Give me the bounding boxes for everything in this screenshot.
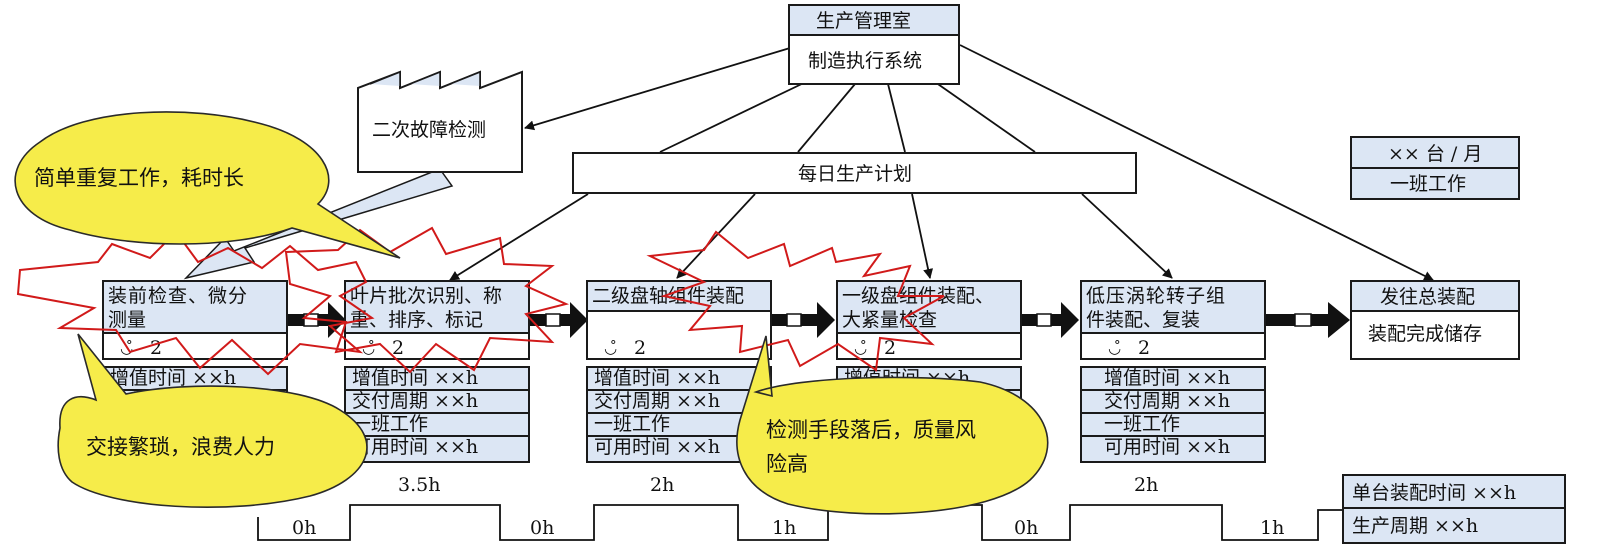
wait-time-label: 0h — [530, 517, 555, 539]
wait-time-label: 0h — [1014, 517, 1039, 539]
operator-count: 2 — [150, 337, 163, 359]
wait-time-label: 0h — [292, 517, 317, 539]
takt-box: ×× 台 / 月 一班工作 — [1350, 136, 1520, 200]
process-name: 测量 — [108, 309, 147, 331]
control-title: 生产管理室 — [816, 10, 912, 32]
push-arrow-5 — [1265, 302, 1350, 338]
link-control-plan-2 — [797, 83, 856, 153]
operator-icon: ◡̊ — [362, 339, 376, 357]
link-control-plan-4 — [934, 81, 1036, 153]
final-title: 发往总装配 — [1380, 286, 1476, 308]
final-body: 装配完成储存 — [1368, 323, 1483, 345]
link-plan-p3 — [676, 193, 756, 279]
process-box: 一级盘组件装配、 大紧量检查 ◡̊ 2 — [836, 280, 1022, 360]
metric-shift: 一班工作 — [344, 412, 530, 437]
metric-lead-time: 交付周期 ××h — [586, 389, 772, 414]
takt-rate: ×× 台 / 月 — [1388, 143, 1483, 165]
link-control-final — [959, 44, 1434, 281]
summary-assembly-time: 单台装配时间 ××h — [1352, 482, 1517, 504]
wait-time-label: 1h — [772, 517, 797, 539]
operator-icon: ◡̊ — [120, 339, 134, 357]
metric-lead-time: 交付周期 ××h — [836, 389, 1022, 414]
metric-shift: 一班工作 — [102, 412, 288, 437]
process-name: 重、排序、标记 — [350, 309, 484, 331]
daily-plan-label: 每日生产计划 — [798, 163, 913, 185]
metric-lead-time: 交付周期 ××h — [102, 389, 288, 414]
metric-lead-time: 交付周期 ××h — [344, 389, 530, 414]
daily-plan: 每日生产计划 — [572, 152, 1137, 194]
link-plan-p2 — [449, 193, 589, 281]
operator-count: 2 — [392, 337, 405, 359]
process-name: 件装配、复装 — [1086, 309, 1201, 331]
push-arrow-3 — [771, 302, 835, 338]
summary-cycle-time: 生产周期 ××h — [1352, 515, 1479, 537]
final-assembly: 发往总装配 装配完成储存 — [1350, 280, 1520, 360]
operator-icon: ◡̊ — [1108, 339, 1122, 357]
metric-value-added: 增值时间 ××h — [586, 366, 772, 391]
production-control: 生产管理室 制造执行系统 — [788, 4, 960, 85]
metric-shift: 一班工作 — [586, 412, 772, 437]
process-name: 二级盘轴组件装配 — [592, 285, 745, 307]
metric-value-added: 增值时间 ××h — [836, 366, 1022, 391]
metric-available: 可用时间 ××h — [1080, 435, 1266, 463]
process-time-label: 3.5h — [398, 474, 441, 496]
process-box: 叶片批次识别、称 重、排序、标记 ◡̊ 2 — [344, 280, 530, 360]
metric-lead-time: 交付周期 ××h — [1080, 389, 1266, 414]
callout-handover: 交接繁琐，浪费人力 — [86, 435, 275, 459]
operator-count: 2 — [884, 337, 897, 359]
detection-label: 二次故障检测 — [372, 119, 487, 141]
operator-count: 2 — [634, 337, 647, 359]
control-system: 制造执行系统 — [808, 50, 923, 72]
callout-inspection-line2: 险高 — [766, 452, 808, 476]
link-control-detection — [524, 47, 791, 131]
process-name: 大紧量检查 — [842, 309, 938, 331]
process-time-label: 2h — [1134, 474, 1159, 496]
summary-box: 单台装配时间 ××h 生产周期 ××h — [1342, 474, 1566, 544]
operator-icon: ◡̊ — [604, 339, 618, 357]
operator-icon: ◡̊ — [854, 339, 868, 357]
process-name: 一级盘组件装配、 — [842, 285, 995, 307]
process-box: 低压涡轮转子组 件装配、复装 ◡̊ 2 — [1080, 280, 1266, 360]
process-name: 叶片批次识别、称 — [350, 285, 503, 307]
callout-repetitive-work: 简单重复工作，耗时长 — [34, 166, 244, 190]
metric-shift: 一班工作 — [1080, 412, 1266, 437]
operator-count: 2 — [1138, 337, 1151, 359]
process-time-label: 2h — [650, 474, 675, 496]
callout-inspection-line1: 检测手段落后，质量风 — [766, 418, 976, 442]
process-box: 装前检查、微分 测量 ◡̊ 2 — [102, 280, 288, 360]
link-plan-p5 — [1081, 193, 1173, 279]
metric-available: 可用时间 ××h — [344, 435, 530, 463]
wait-time-label: 1h — [1260, 517, 1285, 539]
link-control-plan-3 — [887, 83, 906, 153]
push-arrow-2 — [530, 302, 588, 338]
metric-value-added: 增值时间 ××h — [344, 366, 530, 391]
process-name: 低压涡轮转子组 — [1086, 285, 1227, 307]
link-control-plan-1 — [659, 79, 811, 153]
process-box: 二级盘轴组件装配 ◡̊ 2 — [586, 280, 772, 360]
link-plan-p4 — [911, 193, 934, 279]
timeline-ladder — [257, 504, 1342, 541]
push-arrow-4 — [1021, 302, 1079, 338]
takt-shift: 一班工作 — [1390, 173, 1467, 195]
push-arrow-1 — [288, 302, 346, 338]
process-name: 装前检查、微分 — [108, 285, 249, 307]
metric-available: 可用时间 ××h — [586, 435, 772, 463]
metric-value-added: 增值时间 ××h — [1080, 366, 1266, 391]
metric-value-added: 增值时间 ××h — [102, 366, 288, 391]
